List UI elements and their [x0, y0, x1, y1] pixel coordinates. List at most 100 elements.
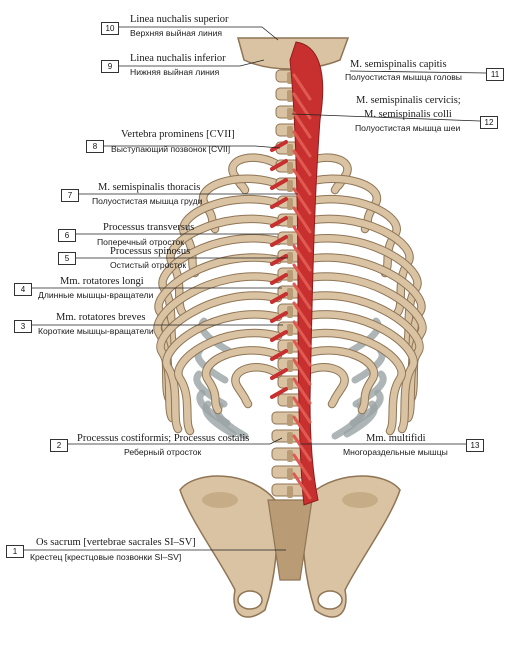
- spinous-process: [287, 162, 293, 174]
- label-multifidi-russian: Многораздельные мышцы: [343, 447, 448, 457]
- label-linea-nuchalis-inferior-russian: Нижняя выйная линия: [130, 67, 220, 77]
- muscle-fascicle: [292, 339, 312, 367]
- label-os-sacrum-latin: Os sacrum [vertebrae sacrales SI–SV]: [36, 537, 196, 548]
- muscle-fascicle: [292, 92, 312, 120]
- rotatores-muscle: [270, 197, 288, 209]
- spinous-process: [287, 468, 293, 480]
- rotatores-muscle: [270, 349, 288, 361]
- muscle-fascicle: [292, 396, 312, 424]
- rotatores-muscle: [270, 216, 288, 228]
- label-semispinalis-capitis-russian: Полуостистая мышца головы: [345, 72, 462, 82]
- label-number-10: 10: [101, 22, 119, 35]
- rib: [202, 347, 282, 414]
- rib: [298, 292, 423, 422]
- label-multifidi-latin: Mm. multifidi: [366, 433, 426, 444]
- label-number-12: 12: [480, 116, 498, 129]
- spinous-process: [287, 234, 293, 246]
- spinous-process: [287, 450, 293, 462]
- rib-cage: [153, 153, 427, 440]
- rotatores-muscle: [270, 330, 288, 342]
- label-linea-nuchalis-inferior-latin: Linea nuchalis inferior: [130, 53, 226, 64]
- rib: [298, 364, 348, 408]
- label-rotatores-breves-latin: Mm. rotatores breves: [56, 312, 146, 323]
- rib: [157, 292, 282, 422]
- label-number-13: 13: [466, 439, 484, 452]
- leader-line-12: [291, 113, 481, 122]
- rotatores-muscle: [270, 254, 288, 266]
- muscle-fascicle: [292, 111, 312, 139]
- muscle-fascicle: [292, 453, 312, 481]
- spinous-process: [287, 324, 293, 336]
- label-linea-nuchalis-superior-latin: Linea nuchalis superior: [130, 14, 229, 25]
- muscle-fascicle: [292, 206, 312, 234]
- leader-lines: [22, 26, 487, 551]
- rotatores-muscle: [270, 292, 288, 304]
- spinous-process: [287, 360, 293, 372]
- label-rotatores-longi-russian: Длинные мышцы-вращатели: [38, 290, 154, 300]
- muscle-fascicle: [292, 472, 312, 500]
- rotatores-muscle: [270, 387, 288, 399]
- label-processus-transversus-russian: Поперечный отросток: [97, 237, 185, 247]
- muscle-fascicle: [292, 434, 312, 462]
- muscle-fascicle: [292, 130, 312, 158]
- spinous-process: [287, 198, 293, 210]
- label-os-sacrum-russian: Крестец [крестцовые позвонки SI–SV]: [30, 552, 182, 562]
- label-rotatores-breves-russian: Короткие мышцы-вращатели: [38, 326, 154, 336]
- label-processus-spinosus-russian: Остистый отросток: [110, 260, 187, 270]
- label-number-1: 1: [6, 545, 24, 558]
- label-number-5: 5: [58, 252, 76, 265]
- label-number-7: 7: [61, 189, 79, 202]
- rotatores-muscle: [270, 368, 288, 380]
- spinous-process: [287, 414, 293, 426]
- muscle-fascicle: [292, 225, 312, 253]
- rotatores-muscle: [270, 273, 288, 285]
- rib: [180, 195, 282, 277]
- leader-line-10: [117, 26, 279, 41]
- muscle-fascicle: [292, 282, 312, 310]
- label-semispinalis-cervicis-latin: M. semispinalis cervicis;: [356, 95, 461, 106]
- muscle-fascicle: [292, 263, 312, 291]
- label-processus-spinosus-latin: Processus spinosus: [110, 246, 191, 257]
- label-semispinalis-thoracis-latin: M. semispinalis thoracis: [98, 182, 201, 193]
- costal-cartilage: [343, 400, 378, 438]
- rib: [175, 329, 282, 435]
- leader-line-8: [102, 145, 281, 149]
- rib: [298, 329, 405, 435]
- sacrum: [267, 499, 313, 581]
- spinous-process: [287, 378, 293, 390]
- muscles: [270, 41, 324, 506]
- rib: [298, 311, 417, 433]
- muscle-fascicle: [292, 244, 312, 272]
- iliac-fossa-shading: [342, 492, 378, 508]
- rib: [298, 347, 378, 414]
- iliac-fossa-shading: [202, 492, 238, 508]
- rib: [298, 195, 400, 277]
- spinous-process: [287, 252, 293, 264]
- spinous-process: [287, 342, 293, 354]
- leader-line-11: [349, 70, 487, 74]
- pelvis: [179, 475, 401, 618]
- label-semispinalis-capitis-latin: M. semispinalis capitis: [350, 59, 447, 70]
- label-vertebra-prominens-russian: Выступающий позвонок [CVII]: [111, 144, 231, 154]
- label-number-2: 2: [50, 439, 68, 452]
- vertebral-column: [237, 37, 350, 498]
- label-processus-costiformis-russian: Реберный отросток: [124, 447, 202, 457]
- muscle-fascicle: [292, 358, 312, 386]
- label-number-3: 3: [14, 320, 32, 333]
- costal-cartilage: [202, 400, 237, 438]
- iliac-bone: [302, 475, 401, 618]
- label-rotatores-longi-latin: Mm. rotatores longi: [60, 276, 144, 287]
- spinous-process: [287, 486, 293, 498]
- rotatores-muscle: [270, 140, 288, 152]
- label-processus-transversus-latin: Processus transversus: [103, 222, 195, 233]
- rib: [232, 364, 282, 408]
- rotatores-muscle: [270, 235, 288, 247]
- spinous-process: [287, 270, 293, 282]
- label-number-4: 4: [14, 283, 32, 296]
- label-vertebra-prominens-latin: Vertebra prominens [CVII]: [121, 129, 235, 140]
- muscle-fascicle: [292, 168, 312, 196]
- muscle-fascicle: [292, 301, 312, 329]
- label-number-8: 8: [86, 140, 104, 153]
- label-semispinalis-thoracis-russian: Полуостистая мышца груди: [92, 196, 203, 206]
- label-number-9: 9: [101, 60, 119, 73]
